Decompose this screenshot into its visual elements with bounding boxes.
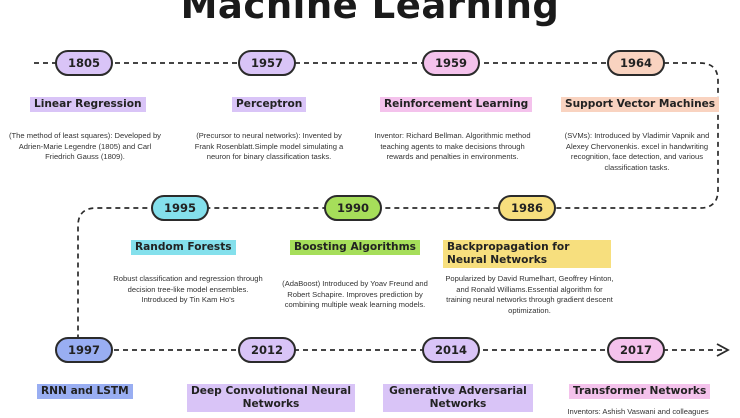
year-pill-1986: 1986 (498, 195, 556, 221)
year-pill-2012: 2012 (238, 337, 296, 363)
milestone-title-gan: Generative Adversarial Networks (383, 384, 533, 412)
year-pill-1990: 1990 (324, 195, 382, 221)
milestone-title-svm: Support Vector Machines (561, 97, 720, 112)
year-pill-2014: 2014 (422, 337, 480, 363)
milestone-title-boosting: Boosting Algorithms (290, 240, 420, 255)
milestone-desc-reinforcement-learning: Inventor: Richard Bellman. Algorithmic m… (374, 131, 531, 162)
year-pill-2017: 2017 (607, 337, 665, 363)
page-title: Machine Learning (180, 0, 560, 27)
milestone-desc-transformer: Inventors: Ashish Vaswani and colleagues (567, 407, 709, 416)
year-pill-1805: 1805 (55, 50, 113, 76)
year-pill-1957: 1957 (238, 50, 296, 76)
milestone-title-deep-cnn: Deep Convolutional Neural Networks (187, 384, 355, 412)
milestone-desc-boosting: (AdaBoost) Introduced by Yoav Freund and… (282, 279, 428, 310)
milestone-title-perceptron: Perceptron (232, 97, 307, 112)
milestone-desc-random-forests: Robust classification and regression thr… (113, 274, 263, 305)
year-pill-1964: 1964 (607, 50, 665, 76)
milestone-desc-linear-regression: (The method of least squares): Developed… (9, 131, 161, 162)
milestone-title-random-forests: Random Forests (131, 240, 236, 255)
milestone-title-reinforcement-learning: Reinforcement Learning (380, 97, 533, 112)
milestone-title-rnn-lstm: RNN and LSTM (37, 384, 133, 399)
milestone-desc-svm: (SVMs): Introduced by Vladimir Vapnik an… (564, 131, 710, 172)
milestone-desc-perceptron: (Precursor to neural networks): Invented… (194, 131, 344, 162)
arrow-head-icon (716, 343, 730, 357)
timeline-path-row1 (34, 62, 719, 350)
year-pill-1959: 1959 (422, 50, 480, 76)
milestone-title-transformer: Transformer Networks (569, 384, 711, 399)
year-pill-1997: 1997 (55, 337, 113, 363)
milestone-desc-backpropagation: Popularized by David Rumelhart, Geoffrey… (445, 274, 614, 315)
milestone-title-backpropagation: Backpropagation for Neural Networks (443, 240, 611, 268)
milestone-title-linear-regression: Linear Regression (30, 97, 146, 112)
year-pill-1995: 1995 (151, 195, 209, 221)
